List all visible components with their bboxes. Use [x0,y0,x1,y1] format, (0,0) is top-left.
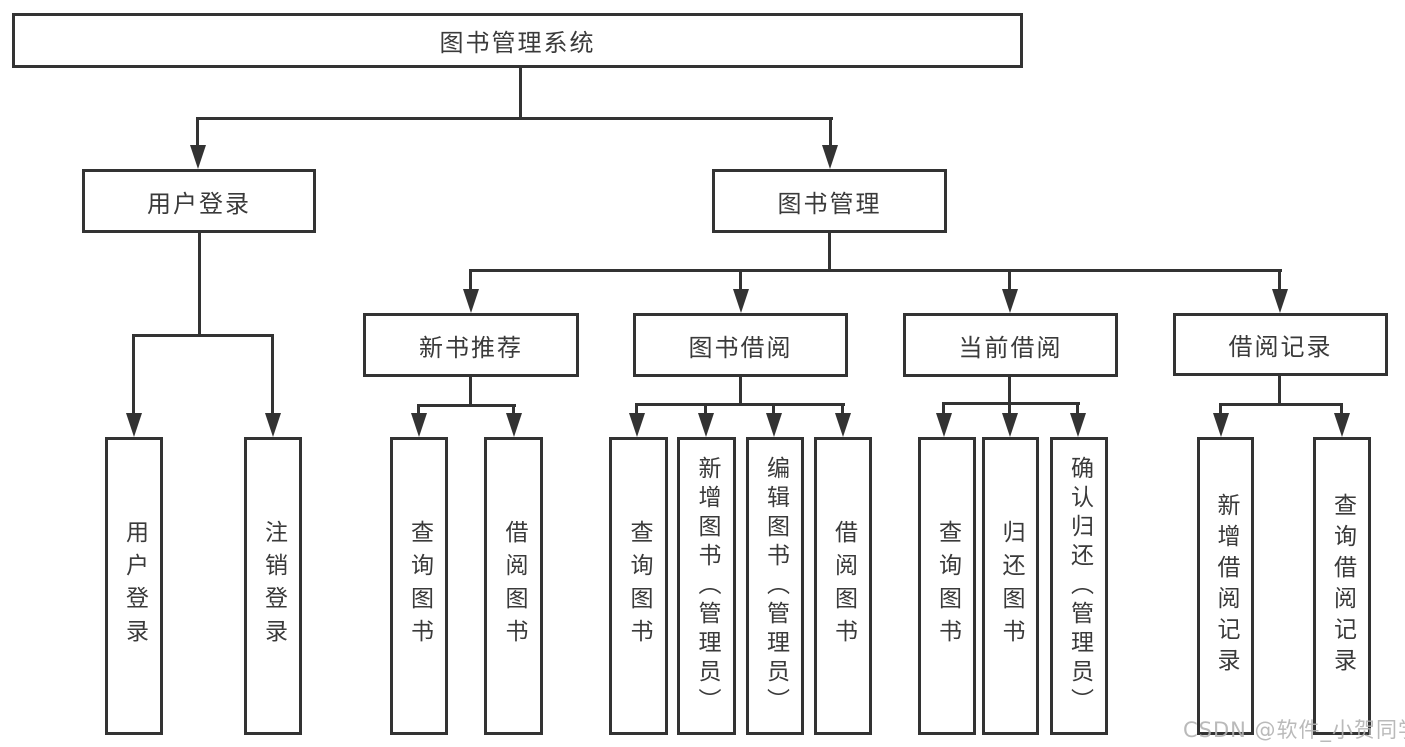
connector-line [1278,269,1281,291]
connector-arrowhead [629,413,645,437]
connector-arrowhead [766,413,782,437]
connector-arrowhead [1070,413,1086,437]
node-user-login: 用户登录 [82,169,316,233]
connector-arrowhead [463,289,479,313]
leaf-current-query-books: 查询图书 [918,437,976,735]
connector-line [739,377,742,405]
connector-arrowhead [822,145,838,169]
connector-arrowhead [506,413,522,437]
connector-line [1008,377,1011,404]
connector-arrowhead [1002,289,1018,313]
leaf-logout: 注销登录 [244,437,302,735]
connector-line [519,66,522,119]
connector-line [635,403,845,406]
connector-line [1008,402,1011,415]
leaf-current-return-books: 归还图书 [982,437,1039,735]
connector-arrowhead [936,413,952,437]
connector-arrowhead [190,145,206,169]
csdn-watermark: CSDN @软件_小贺同学 [1183,718,1405,742]
leaf-borrow-query-books: 查询图书 [609,437,668,735]
connector-line [271,334,274,414]
leaf-borrow-edit-books: 编辑图书（管理员） [746,437,804,735]
connector-arrowhead [411,413,427,437]
connector-arrowhead [265,413,281,437]
connector-line [739,269,742,291]
node-new-book-rec: 新书推荐 [363,313,579,377]
connector-arrowhead [1002,413,1018,437]
connector-arrowhead [126,413,142,437]
connector-arrowhead [1213,413,1229,437]
connector-arrowhead [1272,289,1288,313]
leaf-borrow-borrow-books-label: 借阅图书 [830,520,857,652]
connector-line [1008,269,1011,291]
node-book-mgmt-label: 图书管理 [777,189,882,218]
node-book-borrow: 图书借阅 [633,313,848,377]
leaf-current-query-books-label: 查询图书 [934,520,961,652]
leaf-records-add-record: 新增借阅记录 [1197,437,1254,735]
node-book-mgmt: 图书管理 [712,169,947,233]
connector-line [196,117,199,148]
node-borrow-records: 借阅记录 [1173,313,1388,376]
node-new-book-rec-label: 新书推荐 [419,333,523,362]
connector-line [132,334,274,337]
connector-arrowhead [835,413,851,437]
node-current-borrow: 当前借阅 [903,313,1118,377]
connector-line [196,117,833,120]
leaf-borrow-add-books-label: 新增图书（管理员） [694,455,720,717]
node-user-login-label: 用户登录 [147,189,251,218]
connector-line [132,334,135,414]
connector-line [417,404,420,415]
leaf-newrec-borrow-books-label: 借阅图书 [501,520,527,652]
leaf-logout-label: 注销登录 [260,520,287,652]
node-root-label: 图书管理系统 [439,29,596,57]
leaf-user-login: 用户登录 [105,437,163,735]
leaf-records-query-record: 查询借阅记录 [1313,437,1371,735]
connector-arrowhead [1334,413,1350,437]
leaf-newrec-borrow-books: 借阅图书 [484,437,543,735]
connector-line [469,377,472,406]
connector-line [469,269,1282,272]
connector-line [704,403,707,415]
node-borrow-records-label: 借阅记录 [1228,333,1333,361]
leaf-records-query-record-label: 查询借阅记录 [1329,493,1356,679]
connector-arrowhead [698,413,714,437]
connector-line [942,402,945,415]
leaf-records-add-record-label: 新增借阅记录 [1213,493,1239,679]
leaf-user-login-label: 用户登录 [121,520,148,652]
connector-line [469,269,472,291]
connector-line [1219,403,1343,406]
connector-line [198,232,201,337]
leaf-newrec-query-books-label: 查询图书 [406,520,433,652]
node-root: 图书管理系统 [12,13,1023,68]
node-book-borrow-label: 图书借阅 [688,333,793,362]
leaf-borrow-edit-books-label: 编辑图书（管理员） [762,455,789,717]
connector-line [1340,403,1343,415]
connector-line [635,403,638,415]
leaf-borrow-add-books: 新增图书（管理员） [677,437,736,735]
connector-line [1219,403,1222,415]
leaf-current-return-books-label: 归还图书 [998,520,1024,652]
connector-line [829,117,832,148]
leaf-newrec-query-books: 查询图书 [390,437,448,735]
leaf-current-confirm-return-label: 确认归还（管理员） [1066,455,1093,717]
connector-arrowhead [733,289,749,313]
node-current-borrow-label: 当前借阅 [958,333,1063,362]
connector-line [772,403,775,415]
leaf-borrow-borrow-books: 借阅图书 [814,437,872,735]
connector-line [417,404,516,407]
connector-line [1278,376,1281,406]
connector-line [841,403,844,415]
leaf-borrow-query-books-label: 查询图书 [626,520,652,652]
connector-line [828,233,831,272]
connector-line [512,404,515,415]
connector-line [1076,402,1079,415]
leaf-current-confirm-return: 确认归还（管理员） [1050,437,1108,735]
connector-line [942,402,1080,405]
